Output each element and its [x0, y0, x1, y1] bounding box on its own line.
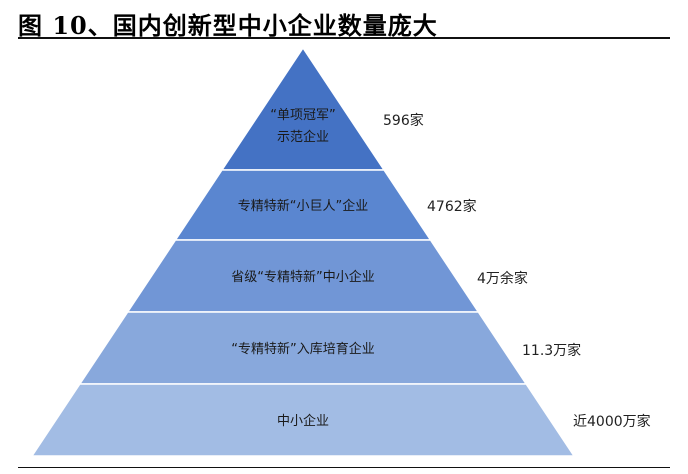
pyramid-level-4: “专精特新”入库培育企业 [78, 311, 528, 385]
pyramid-level-count: 近4000万家 [573, 414, 651, 430]
bottom-rule [18, 467, 670, 468]
pyramid-level-count: 4万余家 [477, 271, 528, 287]
pyramid-level-label: 省级“专精特新”中小企业 [231, 269, 374, 285]
pyramid-level-label: 专精特新“小巨人”企业 [238, 198, 368, 214]
pyramid-level-label: “专精特新”入库培育企业 [231, 341, 374, 357]
pyramid-level-label: “单项冠军” [270, 108, 335, 123]
pyramid-segment [30, 383, 576, 457]
title-rule [18, 37, 670, 39]
pyramid-level-count: 596家 [383, 113, 424, 129]
pyramid-level-count: 11.3万家 [522, 343, 582, 359]
pyramid-level-1: “单项冠军” 示范企业 [220, 46, 386, 171]
pyramid-level-5: 中小企业 [30, 383, 576, 457]
pyramid-level-label: 示范企业 [277, 129, 329, 145]
figure-title: 图 10、国内创新型中小企业数量庞大 [18, 11, 438, 40]
pyramid-level-count: 4762家 [427, 199, 477, 215]
pyramid-level-label: 中小企业 [277, 413, 329, 429]
pyramid-level-2: 专精特新“小巨人”企业 [174, 169, 432, 241]
pyramid-level-3: 省级“专精特新”中小企业 [126, 239, 480, 313]
